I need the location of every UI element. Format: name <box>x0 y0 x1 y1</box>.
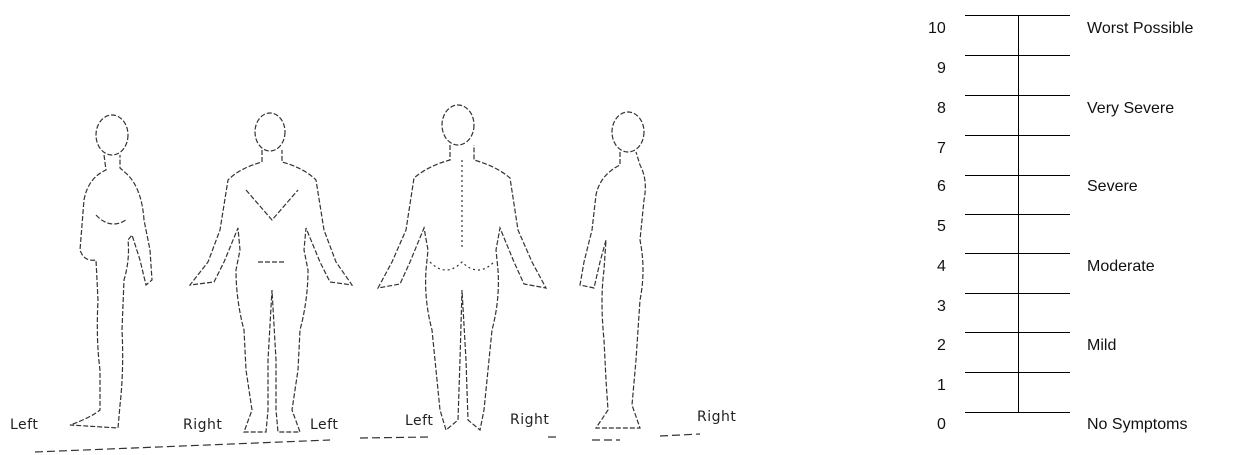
scale-number-10: 10 <box>928 20 958 38</box>
scale-number-1: 1 <box>937 377 967 395</box>
scale-tick-1 <box>965 372 1070 373</box>
scale-tick-6 <box>965 175 1070 176</box>
scale-number-4: 4 <box>937 258 967 276</box>
figure-front-view <box>190 113 352 432</box>
scale-number-9: 9 <box>937 60 967 78</box>
scale-number-0: 0 <box>937 416 967 434</box>
scale-number-8: 8 <box>937 100 967 118</box>
scale-number-3: 3 <box>937 298 967 316</box>
scale-tick-3 <box>965 293 1070 294</box>
scale-tick-8 <box>965 95 1070 96</box>
figure-left-side-view <box>70 115 152 428</box>
label-right-1: Right <box>183 417 222 433</box>
descriptor-severe: Severe <box>1087 178 1138 196</box>
figure-right-side-view <box>580 112 645 428</box>
label-left-2: Left <box>310 417 338 433</box>
scale-tick-10 <box>965 15 1070 16</box>
figure-back-view <box>378 105 546 430</box>
descriptor-very-severe: Very Severe <box>1087 100 1174 118</box>
descriptor-mild: Mild <box>1087 337 1116 355</box>
scale-tick-9 <box>965 55 1070 56</box>
descriptor-moderate: Moderate <box>1087 258 1155 276</box>
scale-number-2: 2 <box>937 337 967 355</box>
body-diagram: Left Right Left Left Right Right <box>0 0 860 455</box>
scale-number-7: 7 <box>937 140 967 158</box>
scale-tick-5 <box>965 214 1070 215</box>
scale-axis <box>1018 15 1019 412</box>
descriptor-no-symptoms: No Symptoms <box>1087 416 1187 434</box>
scale-number-5: 5 <box>937 218 967 236</box>
scale-tick-2 <box>965 332 1070 333</box>
scale-tick-4 <box>965 253 1070 254</box>
body-outlines <box>0 0 860 455</box>
label-right-3: Right <box>697 409 736 425</box>
descriptor-worst-possible: Worst Possible <box>1087 20 1193 38</box>
label-right-2: Right <box>510 412 549 428</box>
label-left-3: Left <box>405 413 433 429</box>
scale-number-6: 6 <box>937 178 967 196</box>
scale-tick-7 <box>965 135 1070 136</box>
scale-tick-0 <box>965 412 1070 413</box>
label-left-1: Left <box>10 417 38 433</box>
